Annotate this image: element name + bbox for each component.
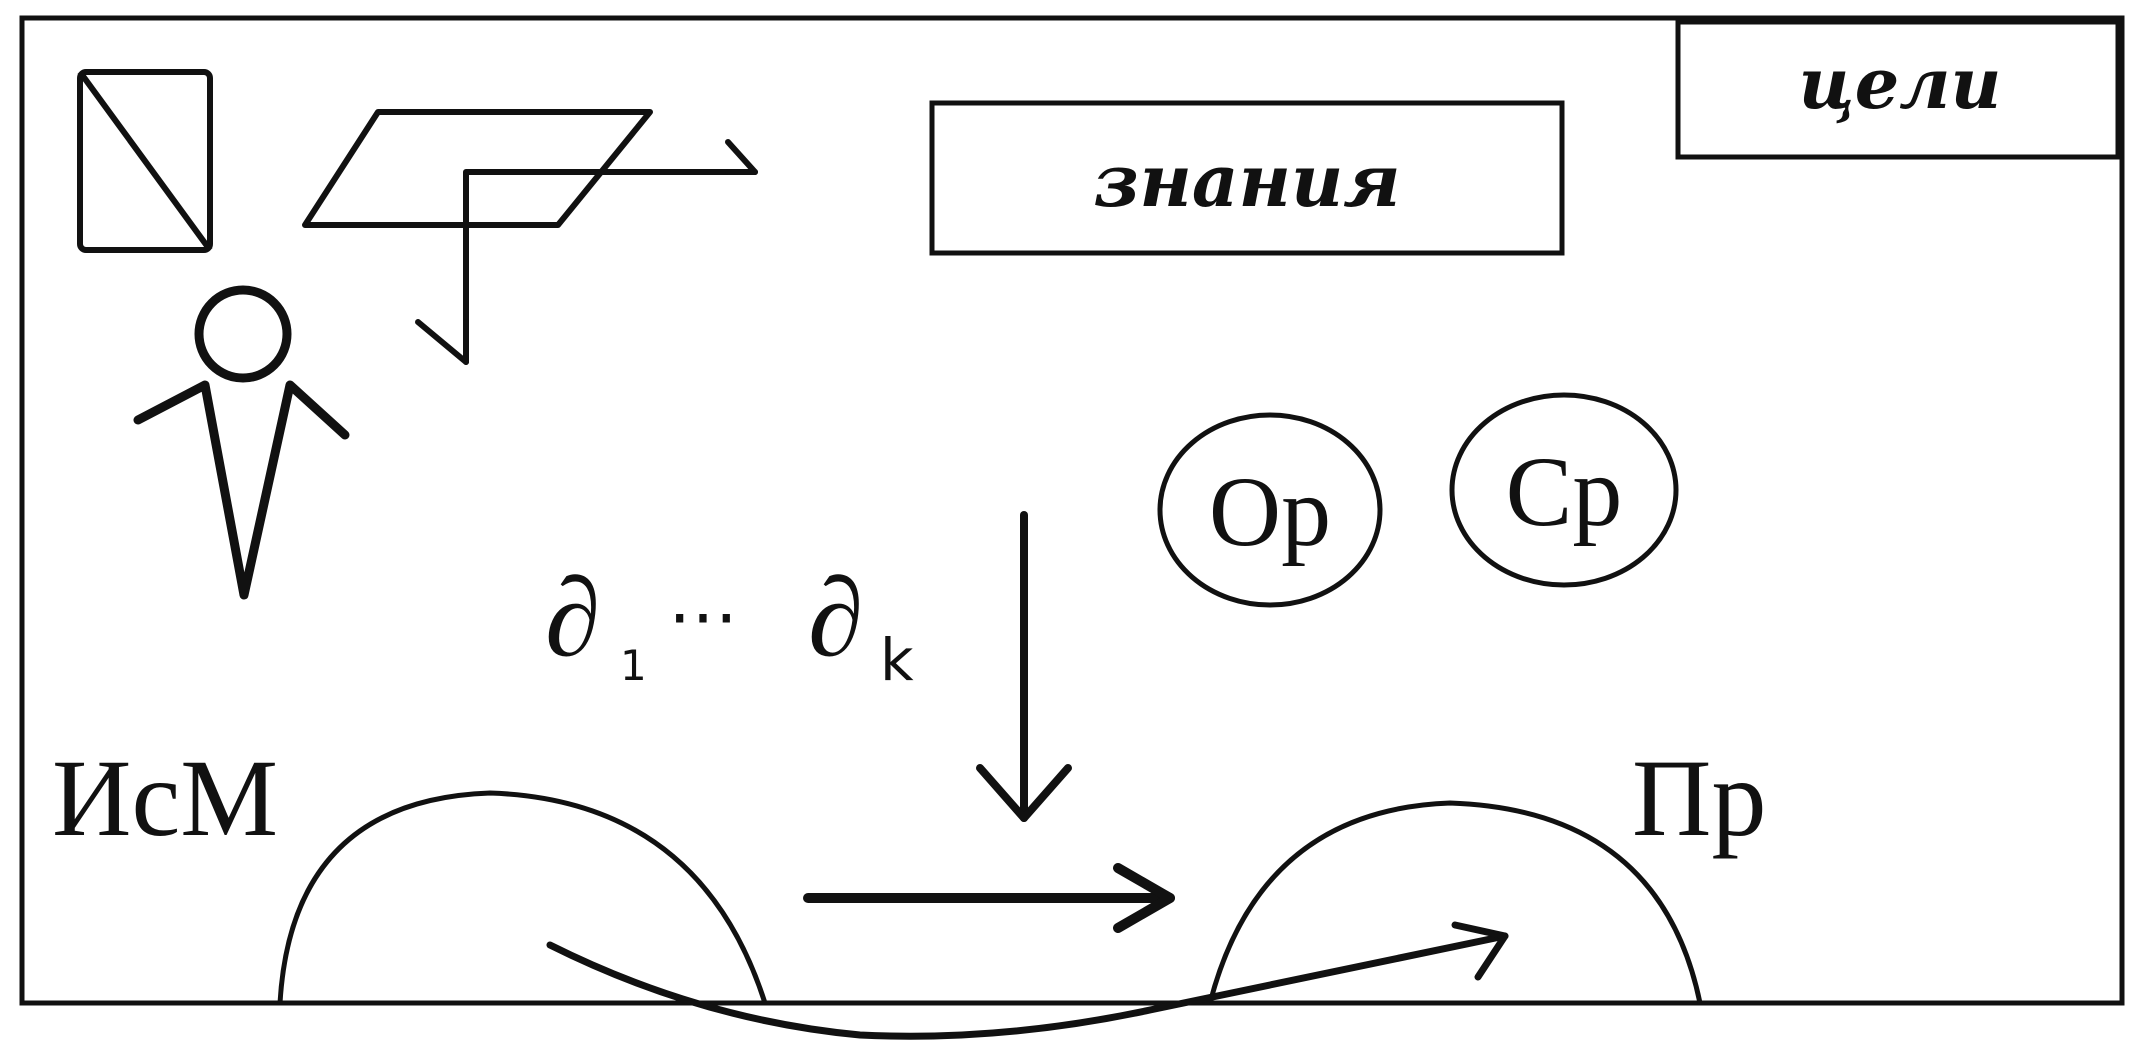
ism-label: ИсМ <box>52 737 278 859</box>
sr-label: Cp <box>1506 436 1623 547</box>
partial-last-index: k <box>880 626 914 694</box>
plane-axes-icon <box>302 109 758 365</box>
goals-label: цели <box>1799 42 2002 125</box>
partials-label: ∂ 1 ⋯ ∂ k <box>545 556 914 694</box>
sr-circle: Cp <box>1449 392 1679 588</box>
ellipsis: ⋯ <box>668 579 738 656</box>
partial-last-symbol: ∂ <box>808 556 863 680</box>
square-diagonal-icon <box>77 69 213 253</box>
ism-semicircle <box>277 790 768 1003</box>
arcs-group <box>277 790 1703 1003</box>
pr-label: Пр <box>1632 737 1766 859</box>
right-arrow-icon <box>803 863 1175 933</box>
op-circle: Op <box>1157 412 1383 608</box>
knowledge-box: знания <box>929 100 1565 256</box>
down-arrow-icon <box>976 511 1072 822</box>
partial-first-index: 1 <box>620 641 647 690</box>
pr-semicircle <box>1207 800 1703 1003</box>
curved-arrow-icon <box>546 921 1509 1040</box>
op-label: Op <box>1209 456 1331 567</box>
person-icon <box>133 285 350 600</box>
partial-first-symbol: ∂ <box>545 556 600 680</box>
outer-frame <box>19 15 2125 1006</box>
knowledge-label: знания <box>1093 138 1400 223</box>
goals-box: цели <box>1675 19 2121 160</box>
